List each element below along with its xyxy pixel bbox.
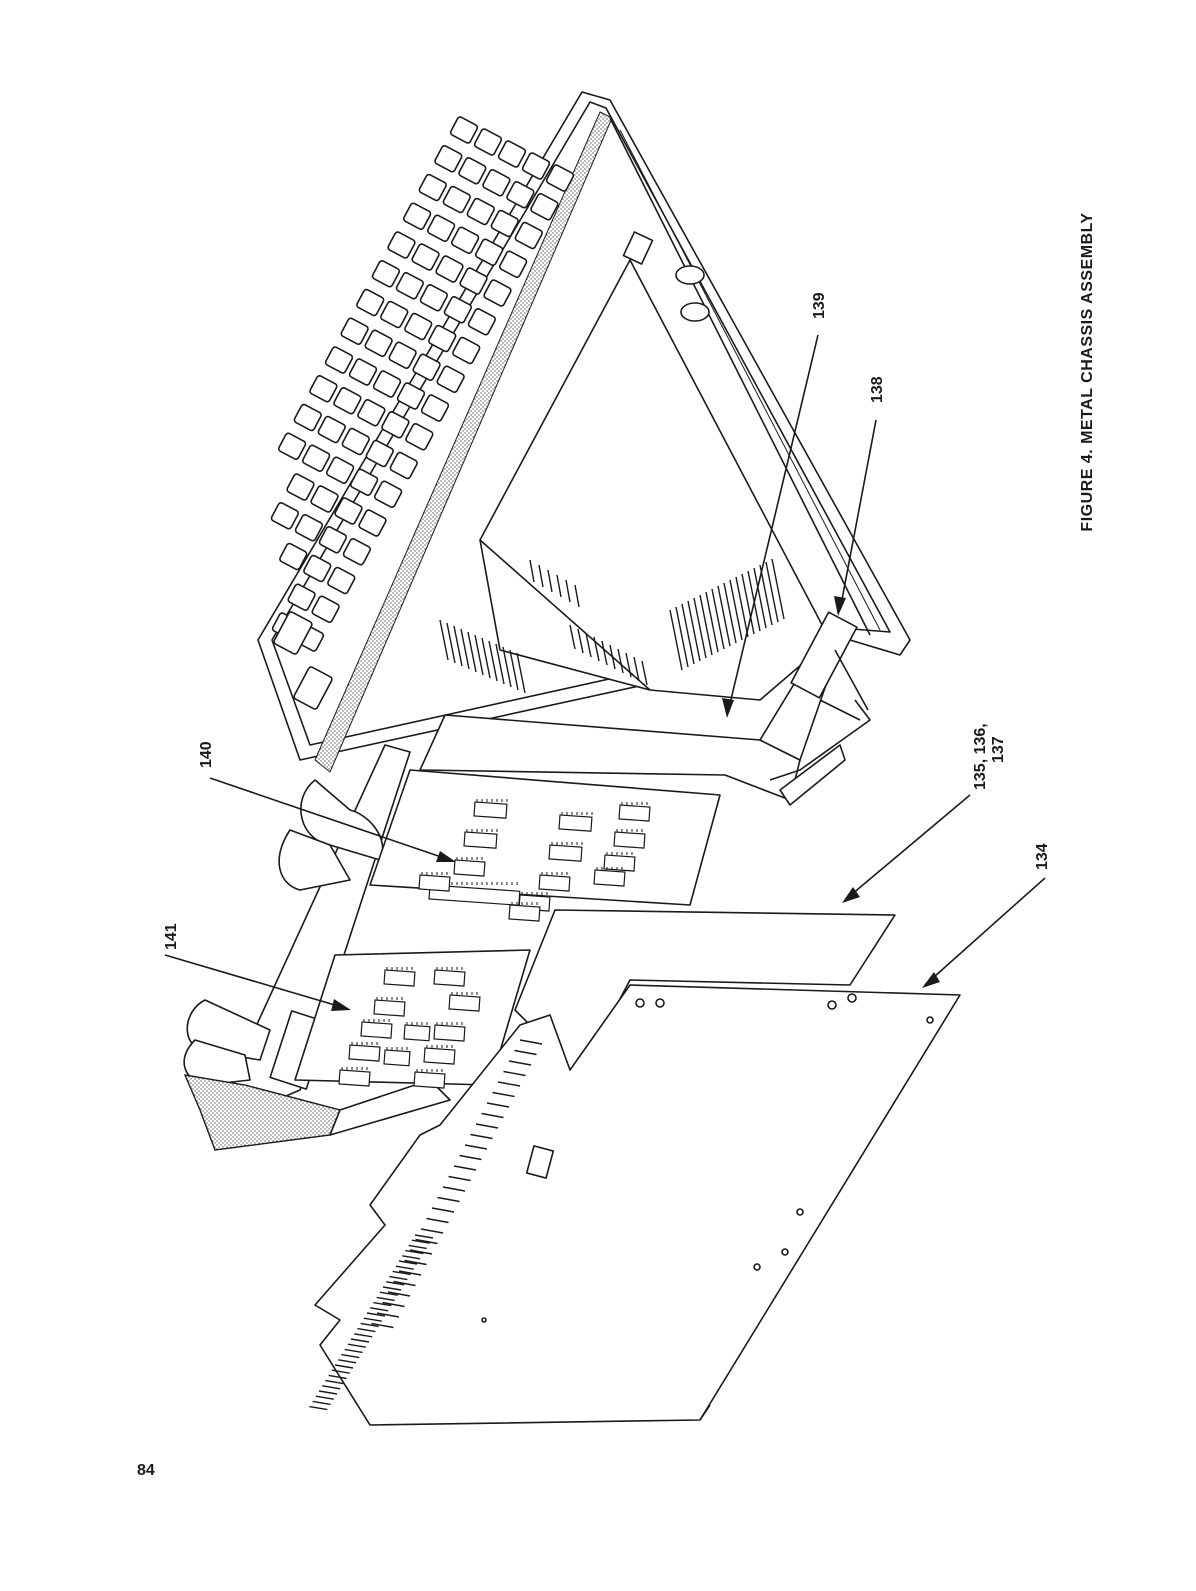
figure-caption: FIGURE 4. METAL CHASSIS ASSEMBLY <box>1079 212 1097 531</box>
callout-139: 139 <box>811 292 828 319</box>
callout-138: 138 <box>869 376 886 403</box>
page-number: 84 <box>137 1462 155 1480</box>
callout-134: 134 <box>1034 843 1051 870</box>
logic-board-140 <box>370 770 720 921</box>
callout-135-136: 135, 136, <box>972 723 989 790</box>
callout-140: 140 <box>198 741 215 768</box>
callout-137: 137 <box>990 736 1007 763</box>
callout-141: 141 <box>163 923 180 950</box>
